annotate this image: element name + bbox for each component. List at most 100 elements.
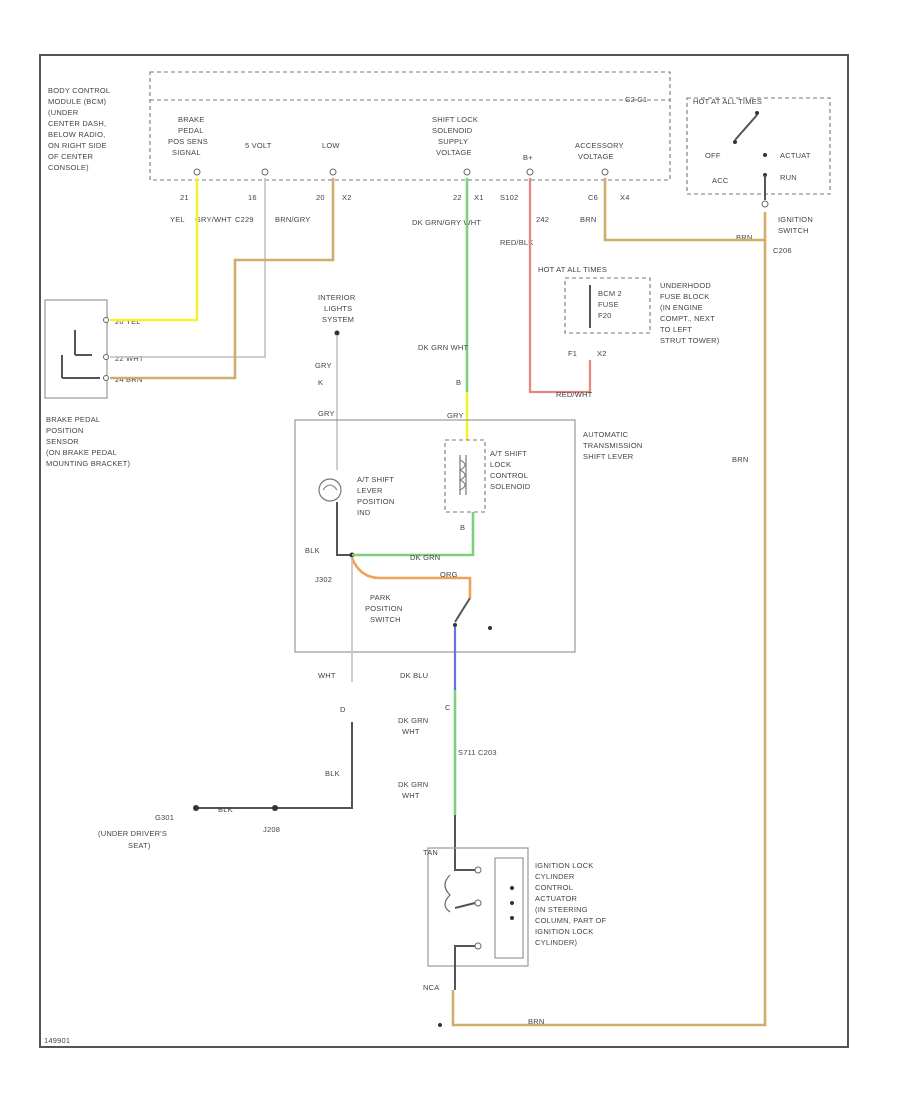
- svg-text:CONTROL: CONTROL: [490, 471, 528, 480]
- svg-text:LOCK: LOCK: [490, 460, 511, 469]
- svg-text:(IN STEERING: (IN STEERING: [535, 905, 588, 914]
- gnd-id: G301: [155, 813, 174, 822]
- svg-text:SHIFT LOCK: SHIFT LOCK: [432, 115, 478, 124]
- conn-x2: X2: [342, 193, 352, 202]
- pin-20: 20: [316, 193, 325, 202]
- ignition-switch-title: HOT AT ALL TIMES: [693, 97, 762, 106]
- pin-22: 22: [453, 193, 462, 202]
- svg-text:SEAT): SEAT): [128, 841, 151, 850]
- intlight-wire-gry: GRY: [315, 361, 332, 370]
- brn-bottom-label: BRN: [528, 1017, 544, 1026]
- bcm-pin-shiftlock: SHIFT LOCK SOLENOID SUPPLY VOLTAGE: [432, 115, 478, 157]
- interior-lights-label: INTERIOR LIGHTS SYSTEM: [318, 293, 356, 324]
- svg-text:CYLINDER: CYLINDER: [535, 872, 575, 881]
- bcm-pin-accessory: ACCESSORY VOLTAGE: [575, 141, 624, 161]
- lock-conn-s711: S711 C203: [458, 748, 497, 757]
- brake-pin-wht: 22 WHT: [115, 354, 144, 363]
- lock-actuator-label: IGNITION LOCK CYLINDER CONTROL ACTUATOR …: [535, 861, 606, 947]
- svg-text:TO LEFT: TO LEFT: [660, 325, 692, 334]
- svg-text:SENSOR: SENSOR: [46, 437, 79, 446]
- svg-text:(UNDER DRIVER'S: (UNDER DRIVER'S: [98, 829, 167, 838]
- ignition-switch-box: [686, 97, 831, 195]
- svg-text:CONSOLE): CONSOLE): [48, 163, 89, 172]
- svg-text:FUSE: FUSE: [598, 300, 619, 309]
- svg-text:CENTER DASH,: CENTER DASH,: [48, 119, 106, 128]
- svg-text:BRAKE PEDAL: BRAKE PEDAL: [46, 415, 100, 424]
- svg-text:A/T SHIFT: A/T SHIFT: [357, 475, 394, 484]
- svg-text:SYSTEM: SYSTEM: [322, 315, 354, 324]
- svg-text:F20: F20: [598, 311, 612, 320]
- svg-text:BRAKE: BRAKE: [178, 115, 204, 124]
- bcm-pin-low: LOW: [322, 141, 340, 150]
- svg-text:SHIFT LEVER: SHIFT LEVER: [583, 452, 634, 461]
- svg-text:ACCESSORY: ACCESSORY: [575, 141, 624, 150]
- wire-red-blk-label: RED/BLK: [500, 238, 534, 247]
- svg-text:IGNITION LOCK: IGNITION LOCK: [535, 927, 593, 936]
- svg-text:SWITCH: SWITCH: [370, 615, 401, 624]
- svg-text:SUPPLY: SUPPLY: [438, 137, 468, 146]
- actuator-coil-icon: [444, 874, 451, 913]
- svg-text:POSITION: POSITION: [357, 497, 394, 506]
- svg-text:AUTOMATIC: AUTOMATIC: [583, 430, 629, 439]
- svg-text:IGNITION: IGNITION: [778, 215, 813, 224]
- gnd-wire-blk: BLK: [325, 769, 340, 778]
- pin-c6: C6: [588, 193, 598, 202]
- fuse-wire-red-wht: RED/WHT: [556, 390, 593, 399]
- wire-brn-label: BRN: [580, 215, 596, 224]
- svg-text:A/T SHIFT: A/T SHIFT: [490, 449, 527, 458]
- bcm-pin-5volt: 5 VOLT: [245, 141, 272, 150]
- shift-pin-b2: B: [460, 523, 465, 532]
- gnd-wire-wht: WHT: [318, 671, 336, 680]
- wire-dkgrn-label: DK GRN/GRY WHT: [412, 218, 481, 227]
- brn-side-label: BRN: [732, 455, 748, 464]
- svg-text:BCM 2: BCM 2: [598, 289, 622, 298]
- wire-yel-label: YEL: [170, 215, 185, 224]
- svg-text:COMPT., NEXT: COMPT., NEXT: [660, 314, 715, 323]
- fuse-title: HOT AT ALL TIMES: [538, 265, 607, 274]
- brake-pin-brn: 24 BRN: [115, 375, 142, 384]
- svg-text:CONTROL: CONTROL: [535, 883, 573, 892]
- svg-text:ACTUATOR: ACTUATOR: [535, 894, 578, 903]
- svg-text:BODY CONTROL: BODY CONTROL: [48, 86, 110, 95]
- svg-text:BELOW RADIO,: BELOW RADIO,: [48, 130, 105, 139]
- conn-x1: X1: [474, 193, 484, 202]
- park-switch-label: PARK POSITION SWITCH: [365, 593, 402, 624]
- solenoid-label: A/T SHIFT LOCK CONTROL SOLENOID: [490, 449, 531, 491]
- conn-x4: X4: [620, 193, 630, 202]
- shift-wire-gry: GRY: [447, 411, 464, 420]
- gnd-splice: J208: [263, 825, 280, 834]
- fuse-block-box: [564, 277, 651, 334]
- lock-wire-wht-1: WHT: [402, 727, 420, 736]
- brake-sensor-box: [44, 299, 108, 399]
- svg-text:MODULE (BCM): MODULE (BCM): [48, 97, 107, 106]
- svg-text:LIGHTS: LIGHTS: [324, 304, 352, 313]
- pin-16: 16: [248, 193, 257, 202]
- svg-text:MOUNTING BRACKET): MOUNTING BRACKET): [46, 459, 131, 468]
- brake-pin-yel: 20 YEL: [115, 317, 141, 326]
- lock-actuator-box: [427, 847, 529, 967]
- svg-text:OF CENTER: OF CENTER: [48, 152, 94, 161]
- svg-text:POSITION: POSITION: [46, 426, 83, 435]
- lock-wire-dkgrn-1: DK GRN: [398, 716, 428, 725]
- conn-c229: C229: [235, 215, 254, 224]
- lock-wire-dkgrn-2: DK GRN: [398, 780, 428, 789]
- shift-lever-box: [294, 419, 576, 653]
- wire-brn-gry-label: BRN/GRY: [275, 215, 310, 224]
- svg-text:POS SENS: POS SENS: [168, 137, 208, 146]
- lock-wire-wht-2: WHT: [402, 791, 420, 800]
- shift-conn-j302: J302: [315, 575, 332, 584]
- gnd-pin-d: D: [340, 705, 346, 714]
- lock-pin-nca: NCA: [423, 983, 439, 992]
- pin-s102: S102: [500, 193, 518, 202]
- shift-wire-blk: BLK: [305, 546, 320, 555]
- ign-pos-run: RUN: [780, 173, 797, 182]
- svg-text:(UNDER: (UNDER: [48, 108, 79, 117]
- shift-wire-dkgrn: DK GRN: [410, 553, 440, 562]
- svg-text:LEVER: LEVER: [357, 486, 383, 495]
- fuse-label: BCM 2 FUSE F20: [598, 289, 622, 320]
- fuse-conn-x2: X2: [597, 349, 607, 358]
- ign-pos-acc: ACC: [712, 176, 729, 185]
- svg-text:PEDAL: PEDAL: [178, 126, 204, 135]
- svg-text:SWITCH: SWITCH: [778, 226, 809, 235]
- fuse-pin-f1: F1: [568, 349, 577, 358]
